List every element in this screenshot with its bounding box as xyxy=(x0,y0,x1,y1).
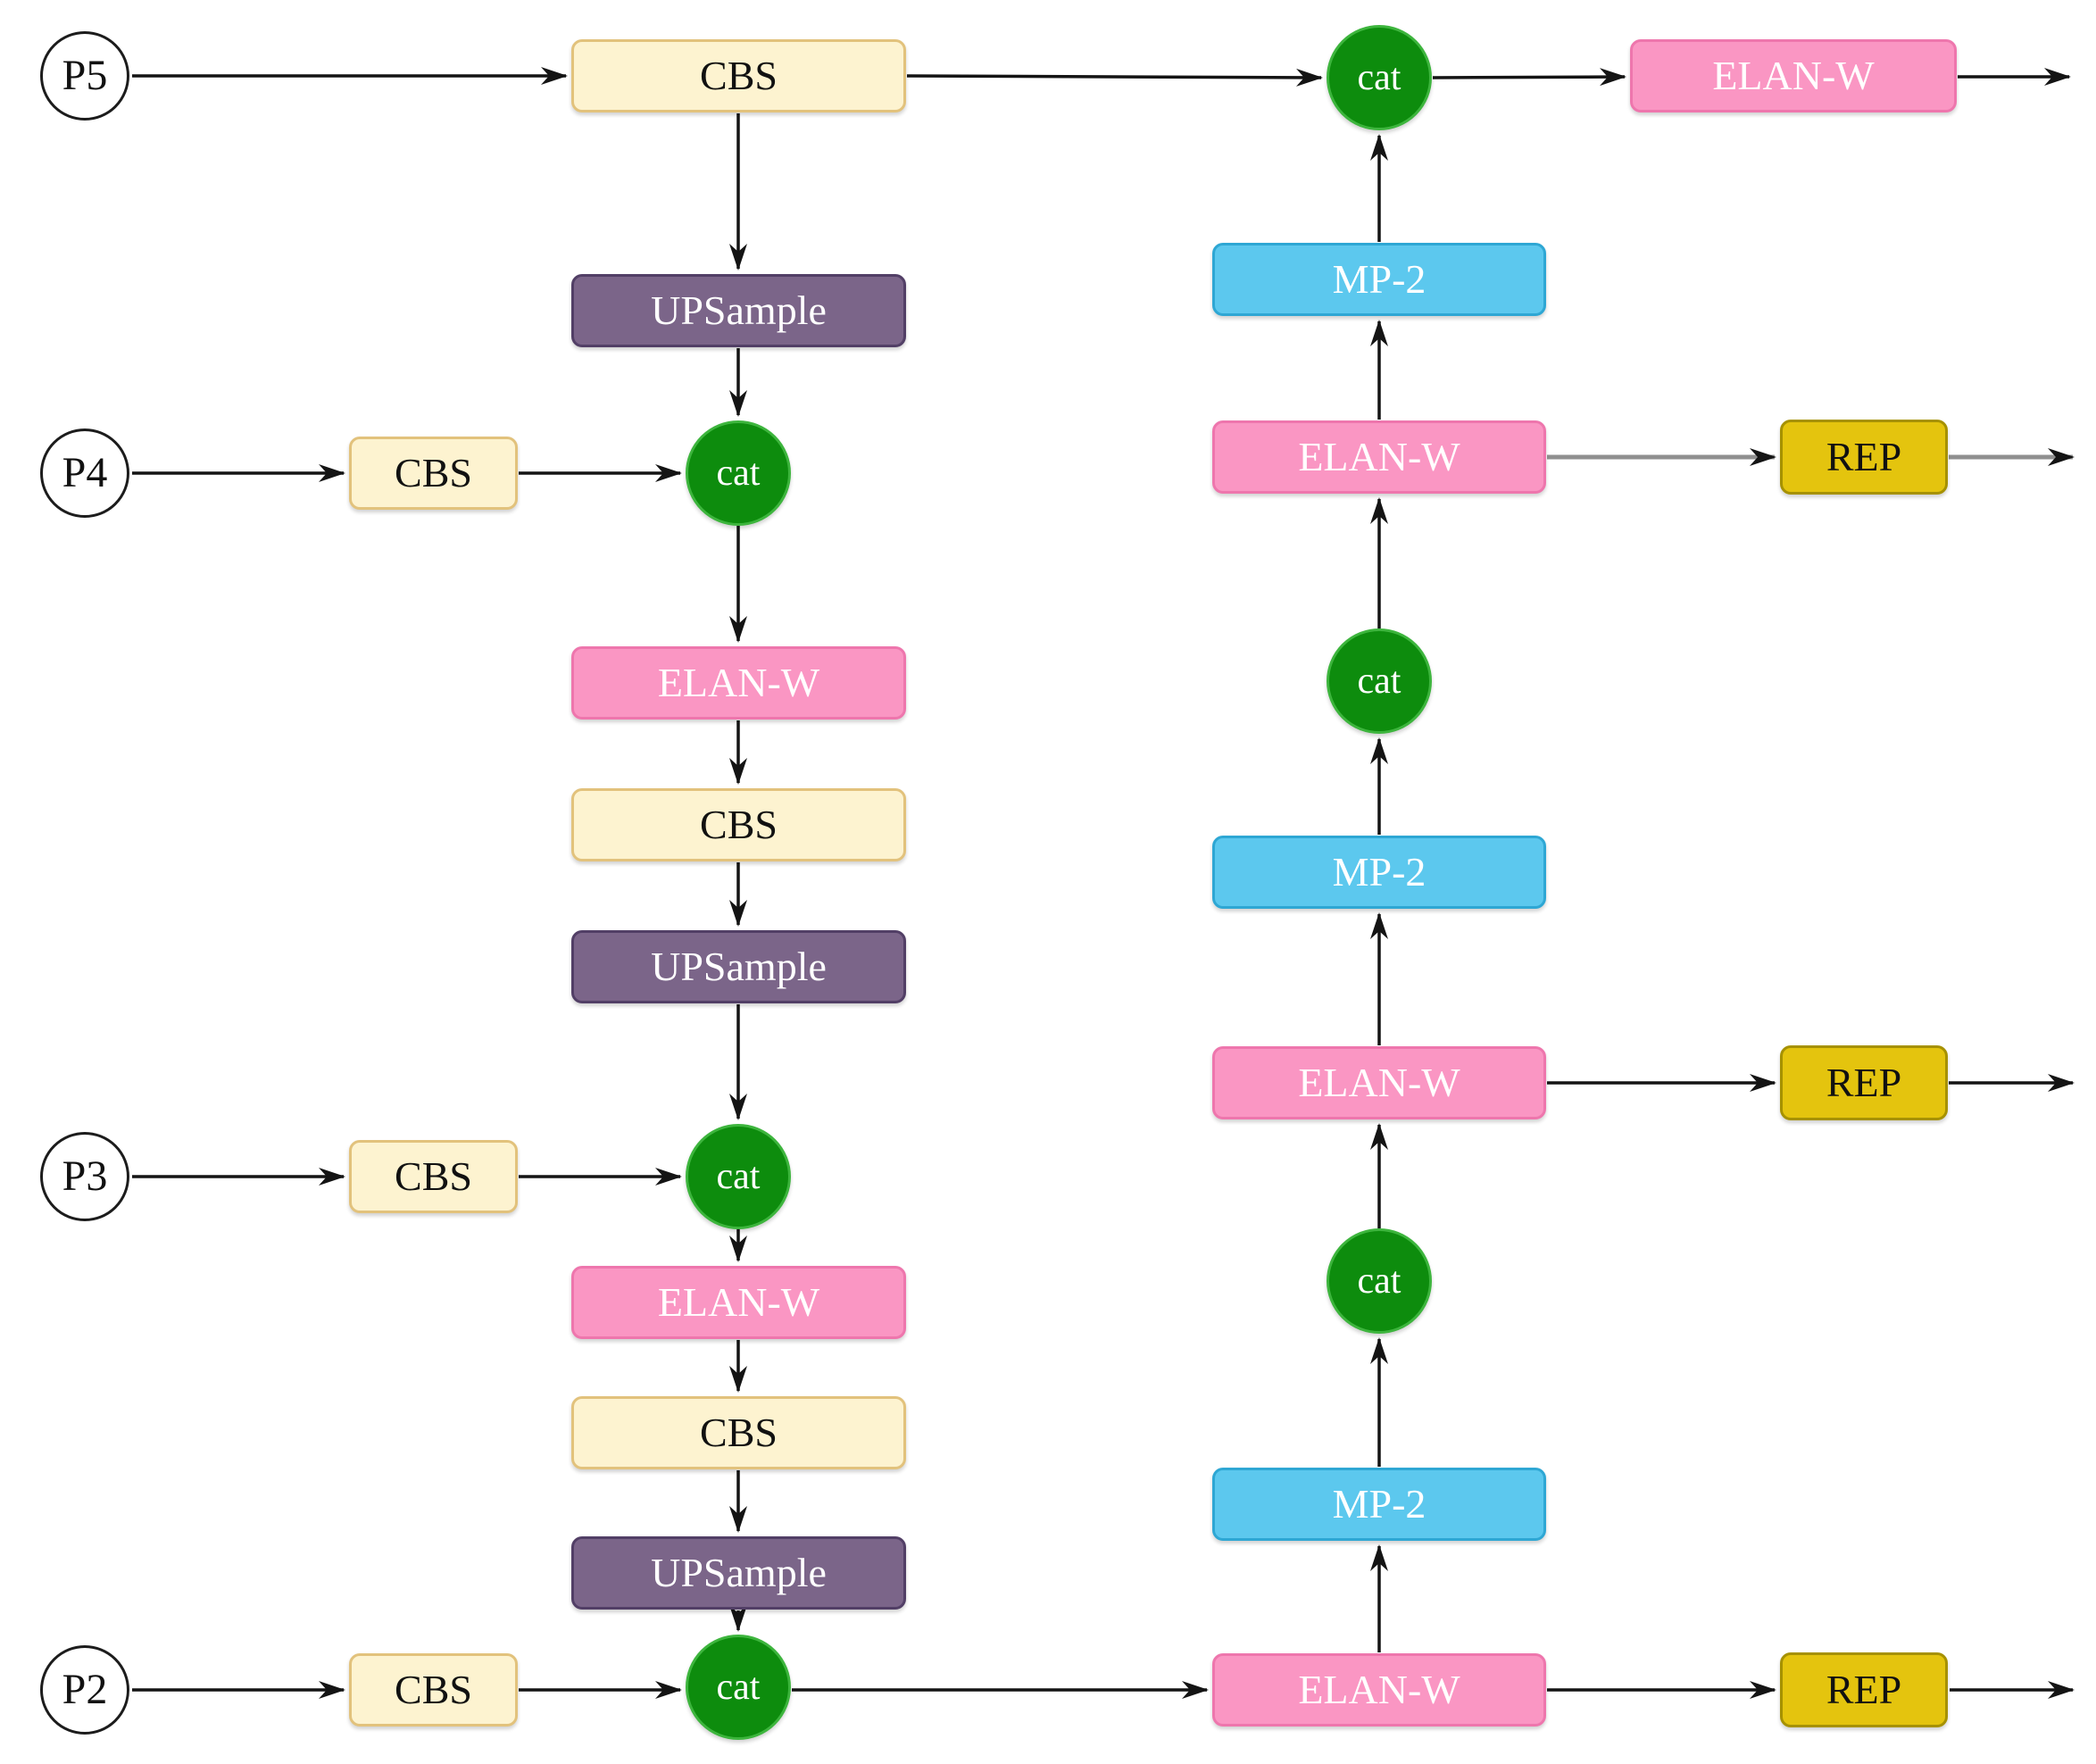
node-label: MP-2 xyxy=(1332,849,1426,894)
node-label: P3 xyxy=(62,1152,108,1200)
node-upsample2-upsample: UPSample xyxy=(571,930,906,1003)
node-label: CBS xyxy=(700,1410,778,1455)
node-cbs-top-cbs: CBS xyxy=(571,39,906,112)
node-cbs-s2-cbs: CBS xyxy=(349,1140,518,1213)
node-label: UPSample xyxy=(651,1550,827,1595)
node-label: MP-2 xyxy=(1332,1481,1426,1527)
node-label: cat xyxy=(716,453,761,494)
edge-arrow-cbs-top-to-cat-r1 xyxy=(906,68,1323,87)
node-elanw-r2-elan-w: ELAN-W xyxy=(1212,1046,1546,1119)
node-label: ELAN-W xyxy=(1298,1667,1460,1712)
node-p3-p3: P3 xyxy=(40,1132,129,1221)
edge-arrow-cat-r1-to-elanw-tr xyxy=(1432,68,1626,87)
node-mp2-b-mp-2: MP-2 xyxy=(1212,836,1546,909)
node-label: UPSample xyxy=(651,287,827,333)
node-label: ELAN-W xyxy=(657,1279,820,1325)
node-rep3-rep: REP xyxy=(1780,1652,1948,1727)
node-label: cat xyxy=(1357,1261,1401,1302)
node-label: ELAN-W xyxy=(1298,1060,1460,1105)
node-elanw-c2-elan-w: ELAN-W xyxy=(571,1266,906,1339)
node-p4-p4: P4 xyxy=(40,429,129,518)
node-label: P5 xyxy=(62,52,108,99)
node-label: REP xyxy=(1826,434,1902,479)
node-p5-p5: P5 xyxy=(40,31,129,121)
node-rep2-rep: REP xyxy=(1780,1045,1948,1120)
node-label: cat xyxy=(716,1156,761,1197)
node-elanw-c1-elan-w: ELAN-W xyxy=(571,646,906,720)
node-cat-r1-cat: cat xyxy=(1327,25,1432,130)
node-cat3-cat: cat xyxy=(686,1635,791,1740)
node-label: cat xyxy=(1357,57,1401,98)
node-label: P2 xyxy=(62,1666,108,1713)
node-elanw-r1-elan-w: ELAN-W xyxy=(1212,420,1546,494)
node-cat-r2-cat: cat xyxy=(1327,628,1432,734)
node-cbs-s3-cbs: CBS xyxy=(349,1653,518,1727)
node-elanw-r3-elan-w: ELAN-W xyxy=(1212,1653,1546,1727)
node-label: CBS xyxy=(700,53,778,98)
node-cat1-cat: cat xyxy=(686,420,791,526)
node-cbs-c1-cbs: CBS xyxy=(571,788,906,861)
node-cat-r3-cat: cat xyxy=(1327,1228,1432,1334)
node-cbs-s1-cbs: CBS xyxy=(349,437,518,510)
node-label: CBS xyxy=(395,1667,472,1712)
node-label: REP xyxy=(1826,1060,1902,1105)
node-label: cat xyxy=(1357,661,1401,702)
node-upsample1-upsample: UPSample xyxy=(571,274,906,347)
node-label: ELAN-W xyxy=(1712,53,1875,98)
node-label: UPSample xyxy=(651,944,827,989)
node-elanw-tr-elan-w: ELAN-W xyxy=(1630,39,1957,112)
node-label: CBS xyxy=(700,802,778,847)
node-cbs-c2-cbs: CBS xyxy=(571,1396,906,1469)
node-upsample3-upsample: UPSample xyxy=(571,1536,906,1610)
node-label: REP xyxy=(1826,1667,1902,1712)
node-label: ELAN-W xyxy=(1298,434,1460,479)
node-label: P4 xyxy=(62,449,108,496)
node-label: MP-2 xyxy=(1332,256,1426,302)
node-mp2-c-mp-2: MP-2 xyxy=(1212,1468,1546,1541)
node-mp2-a-mp-2: MP-2 xyxy=(1212,243,1546,316)
node-label: CBS xyxy=(395,450,472,495)
node-cat2-cat: cat xyxy=(686,1124,791,1229)
node-label: cat xyxy=(716,1667,761,1708)
node-p2-p2: P2 xyxy=(40,1645,129,1735)
node-rep1-rep: REP xyxy=(1780,420,1948,495)
node-label: ELAN-W xyxy=(657,660,820,705)
node-label: CBS xyxy=(395,1153,472,1199)
